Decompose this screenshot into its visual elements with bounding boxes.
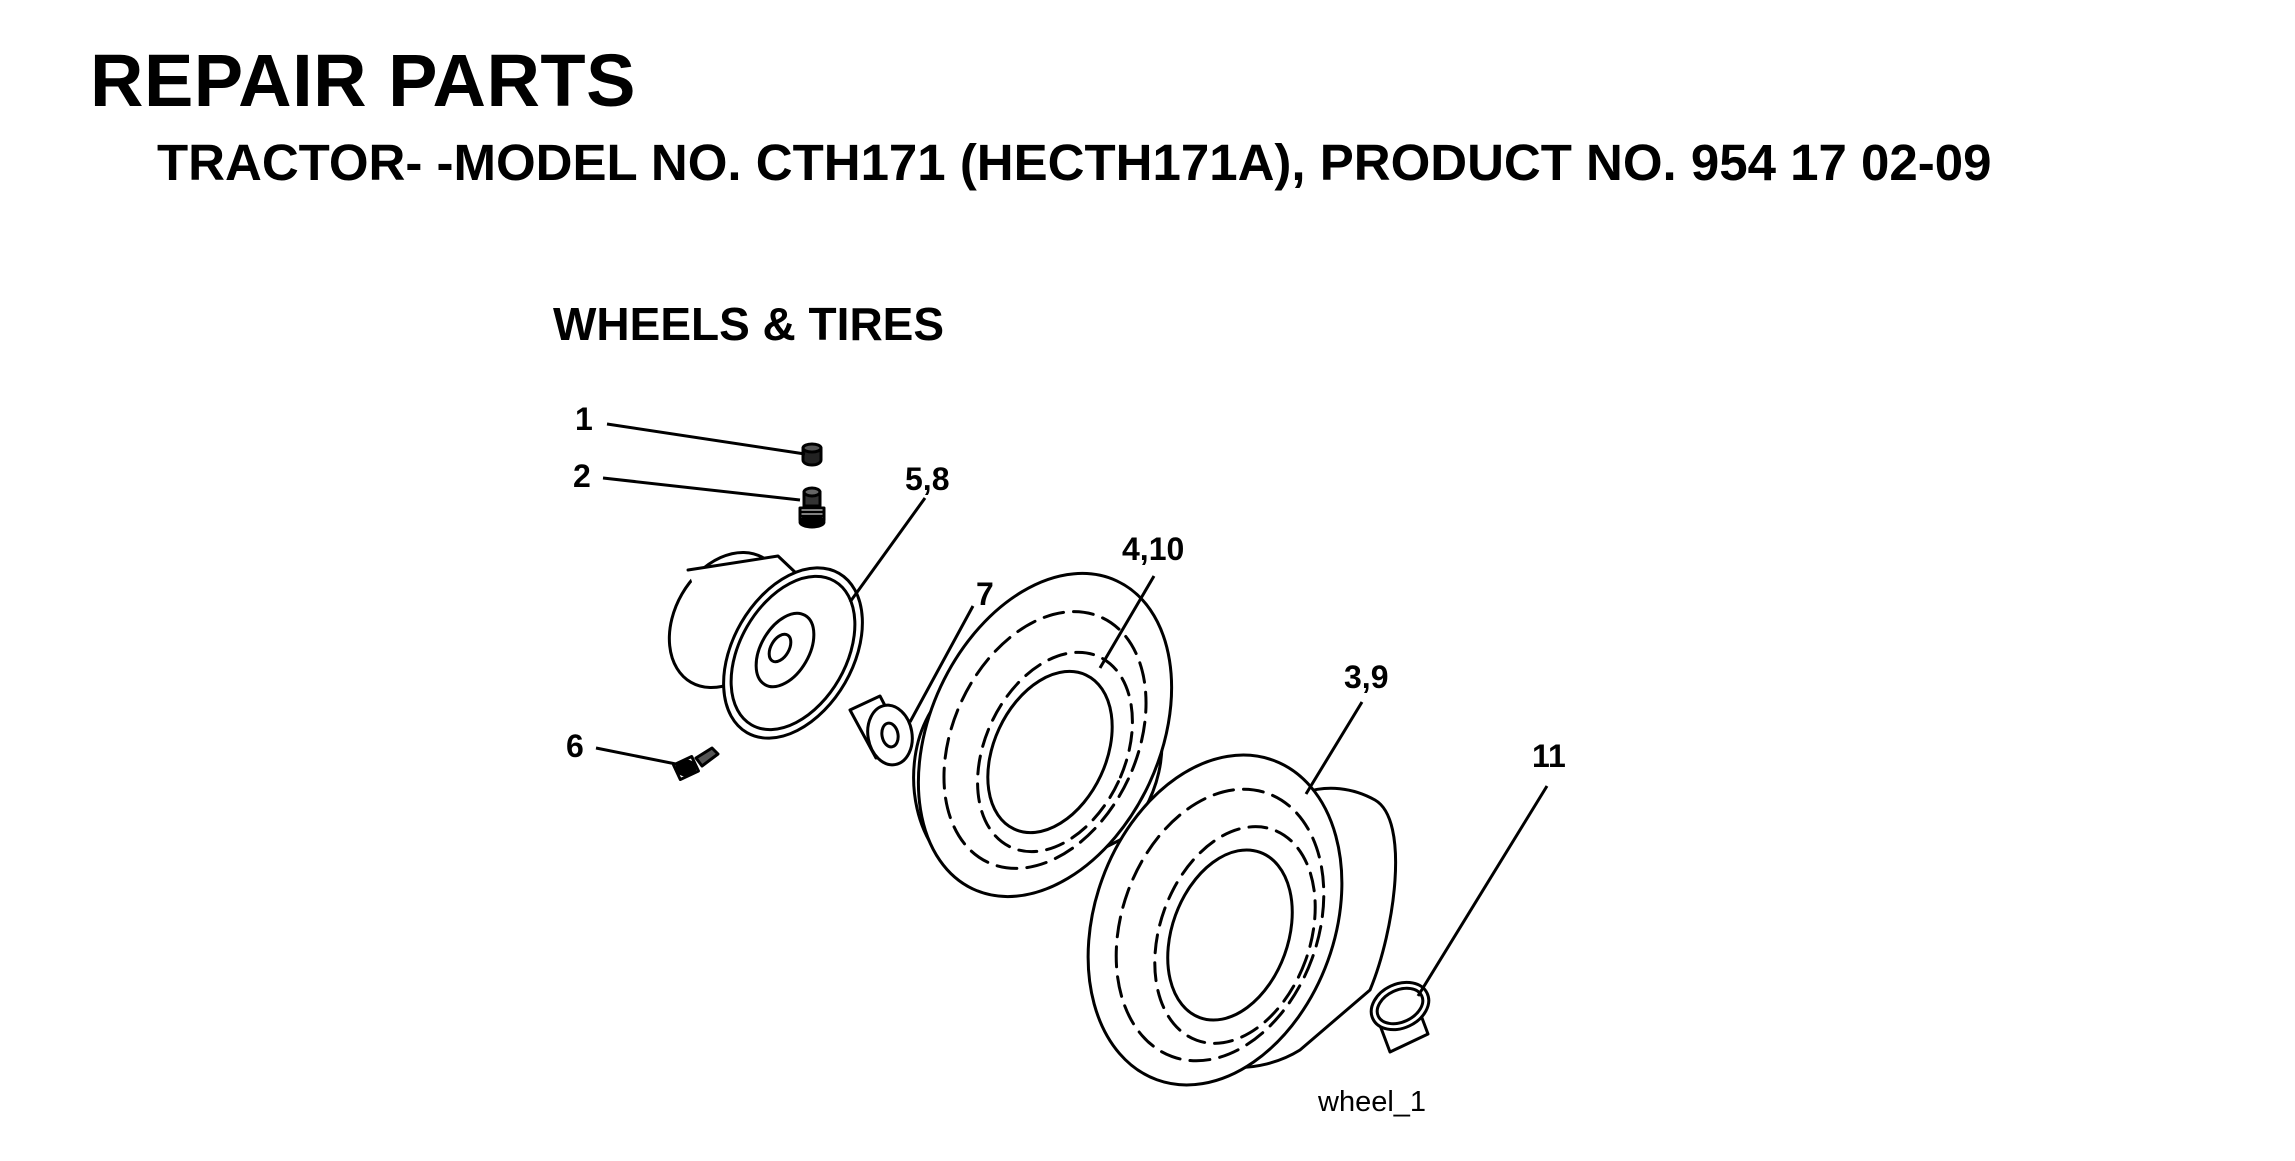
leader-line (1304, 701, 1364, 795)
callout-6: 6 (566, 728, 584, 764)
section-title: WHEELS & TIRES (553, 298, 945, 350)
wheel-rim-part (667, 550, 864, 740)
callout-2: 2 (573, 458, 591, 494)
leader-line (908, 605, 975, 723)
leader-line (602, 476, 801, 502)
spacer-part (848, 694, 914, 767)
leader-line (1416, 785, 1549, 997)
leader-line (1098, 575, 1156, 669)
figure-id: wheel_1 (1317, 1086, 1426, 1118)
callout-7: 7 (976, 576, 994, 612)
leader-line (595, 746, 687, 768)
callout-3-9: 3,9 (1344, 659, 1388, 695)
bolt-part (672, 746, 720, 781)
callout-11: 11 (1532, 738, 1566, 774)
rear-tire-part (1086, 753, 1398, 1087)
page-title: REPAIR PARTS (90, 39, 636, 122)
leader-line (606, 422, 806, 456)
callout-1: 1 (575, 401, 593, 437)
leader-line (848, 497, 927, 603)
model-subtitle: TRACTOR- -MODEL NO. CTH171 (HECTH171A), … (157, 134, 1992, 191)
valve-cap-part (801, 442, 823, 467)
callout-4-10: 4,10 (1122, 531, 1184, 567)
valve-stem-part (798, 486, 826, 529)
callout-5-8: 5,8 (905, 461, 949, 497)
bushing-part (1369, 980, 1431, 1054)
